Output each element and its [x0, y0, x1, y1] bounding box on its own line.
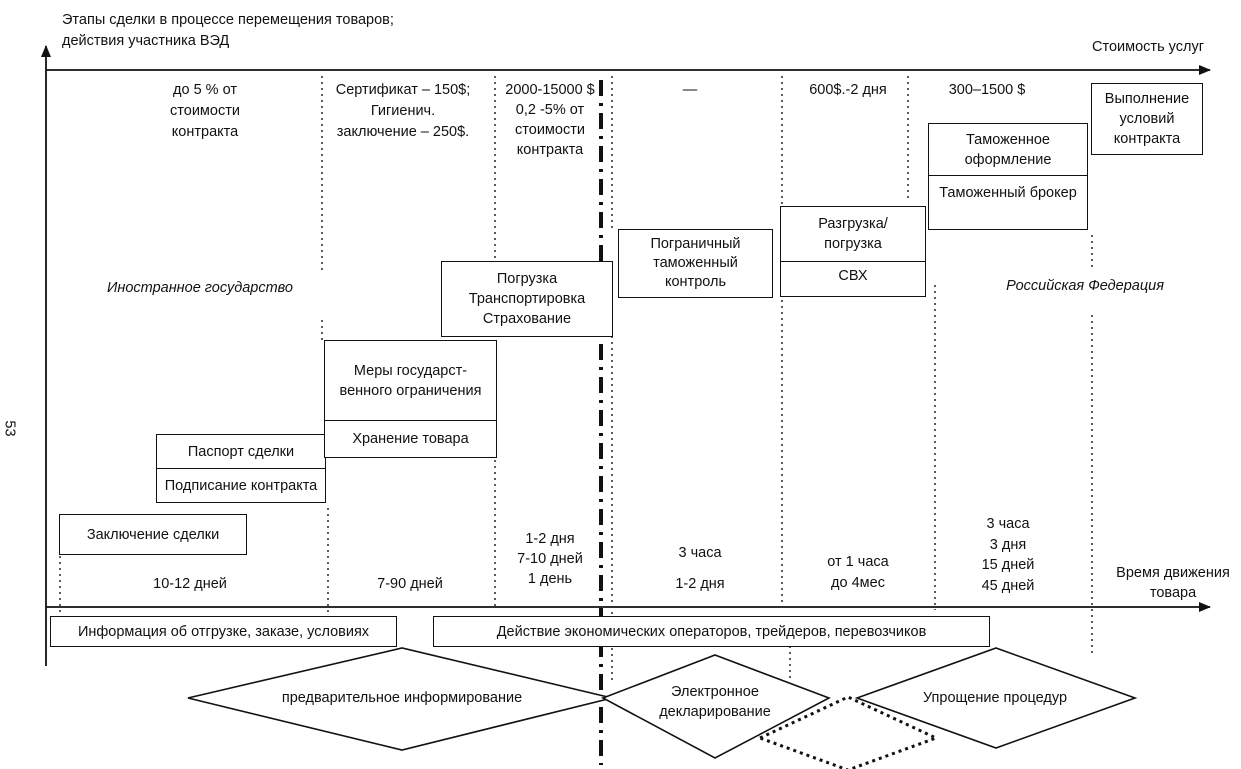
page-number: 53	[1, 420, 18, 437]
stage-conclusion: Заключение сделки	[59, 514, 247, 555]
region-russia: Российская Федерация	[1006, 278, 1164, 294]
e-declare-diamond	[601, 654, 831, 759]
cost-1: до 5 % от стоимости контракта	[170, 82, 240, 140]
stage-state-measures: Меры государст- венного ограничения	[324, 340, 497, 422]
cost-5: 600$.-2 дня	[809, 82, 887, 98]
dotted-separators	[59, 76, 1093, 680]
stage-customs-clearance: Таможенное оформление	[928, 123, 1088, 177]
top-axis-label: Стоимость услуг	[1092, 39, 1204, 55]
operators-box: Действие экономических операторов, трейд…	[433, 616, 990, 647]
simplify-diamond	[854, 647, 1138, 749]
stage-passport: Паспорт сделки	[156, 434, 326, 469]
y-axis-label: Этапы сделки в процессе перемещения това…	[62, 12, 394, 49]
region-foreign: Иностранное государство	[106, 280, 293, 296]
stage-border-control: Пограничный таможенный контроль	[618, 229, 773, 298]
time-5: от 1 часа до 4мес	[827, 554, 889, 591]
time-6: 3 часа 3 дня 15 дней 45 дней	[981, 516, 1035, 594]
cost-6: 300–1500 $	[948, 82, 1026, 98]
bottom-axis-label: Время движения товара	[1116, 565, 1230, 601]
simplify-label: Упрощение процедур	[922, 690, 1068, 706]
stage-signing: Подписание контракта	[156, 468, 326, 503]
time-1: 10-12 дней	[153, 576, 227, 592]
stage-customs-broker: Таможенный брокер	[928, 175, 1088, 230]
cost-4: —	[682, 82, 698, 98]
pre-inform-label: предварительное информирование	[281, 690, 523, 706]
e-declare-label: Электронное декларирование	[659, 684, 771, 720]
stage-fulfillment: Выполнение условий контракта	[1091, 83, 1203, 155]
stage-storage: Хранение товара	[324, 420, 497, 458]
time-4b: 1-2 дня	[675, 576, 725, 592]
time-3: 1-2 дня 7-10 дней 1 день	[517, 531, 583, 587]
overlap-diamond	[756, 695, 940, 769]
cost-2: Сертификат – 150$; Гигиенич. заключение …	[335, 82, 471, 140]
time-2: 7-90 дней	[377, 576, 443, 592]
info-box: Информация об отгрузке, заказе, условиях	[50, 616, 397, 647]
cost-3: 2000-15000 $ 0,2 -5% от стоимости контра…	[505, 82, 595, 158]
stage-svh: СВХ	[780, 261, 926, 297]
time-4a: 3 часа	[678, 545, 722, 561]
stage-unloading: Разгрузка/ погрузка	[780, 206, 926, 262]
stage-loading: Погрузка Транспортировка Страхование	[441, 261, 613, 337]
